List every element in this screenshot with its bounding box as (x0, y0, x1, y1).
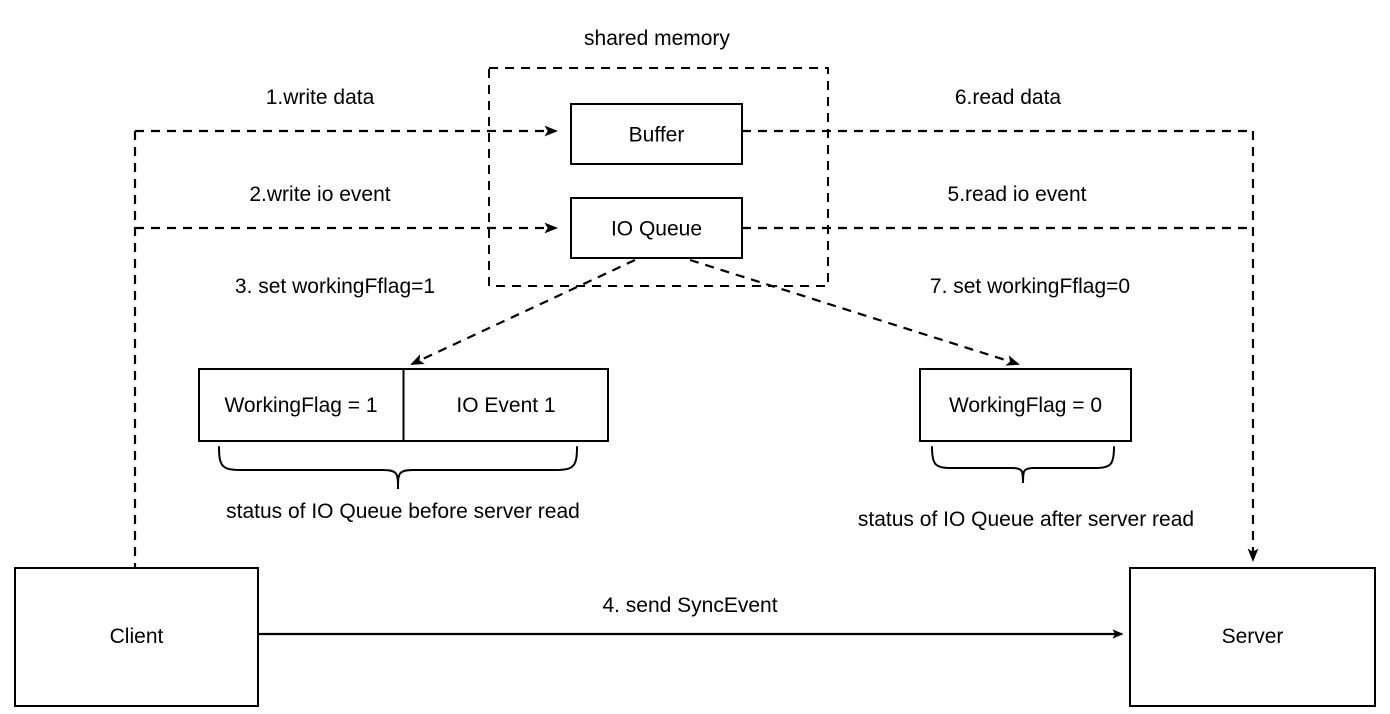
io-event-1-label: IO Event 1 (456, 394, 555, 417)
label-step-3: 3. set workingFflag=1 (235, 275, 435, 298)
buffer-box[interactable] (570, 103, 743, 165)
shared-memory-container (488, 67, 829, 287)
brace-before (218, 446, 578, 490)
io-queue-box[interactable] (570, 197, 743, 259)
label-step-5: 5.read io event (948, 183, 1087, 206)
shared-memory-title: shared memory (584, 27, 730, 50)
io-queue-status-after-box[interactable] (919, 368, 1132, 442)
working-flag-1-label: WorkingFlag = 1 (224, 394, 377, 417)
caption-after-server-read: status of IO Queue after server read (858, 508, 1194, 531)
caption-before-server-read: status of IO Queue before server read (226, 500, 580, 523)
flow-io-queue-to-left-flag-arrow (410, 259, 636, 365)
io-queue-box-label: IO Queue (611, 218, 702, 241)
server-box[interactable] (1129, 567, 1376, 707)
label-step-4: 4. send SyncEvent (602, 594, 777, 617)
buffer-box-label: Buffer (629, 124, 685, 147)
label-step-7: 7. set workingFflag=0 (930, 275, 1130, 298)
label-step-2: 2.write io event (249, 183, 390, 206)
client-box[interactable] (14, 567, 259, 707)
brace-after (931, 446, 1115, 484)
server-box-label: Server (1222, 625, 1284, 648)
working-flag-0-label: WorkingFlag = 0 (949, 394, 1102, 417)
label-step-1: 1.write data (266, 86, 375, 109)
label-step-6: 6.read data (955, 86, 1062, 109)
client-box-label: Client (110, 625, 164, 648)
